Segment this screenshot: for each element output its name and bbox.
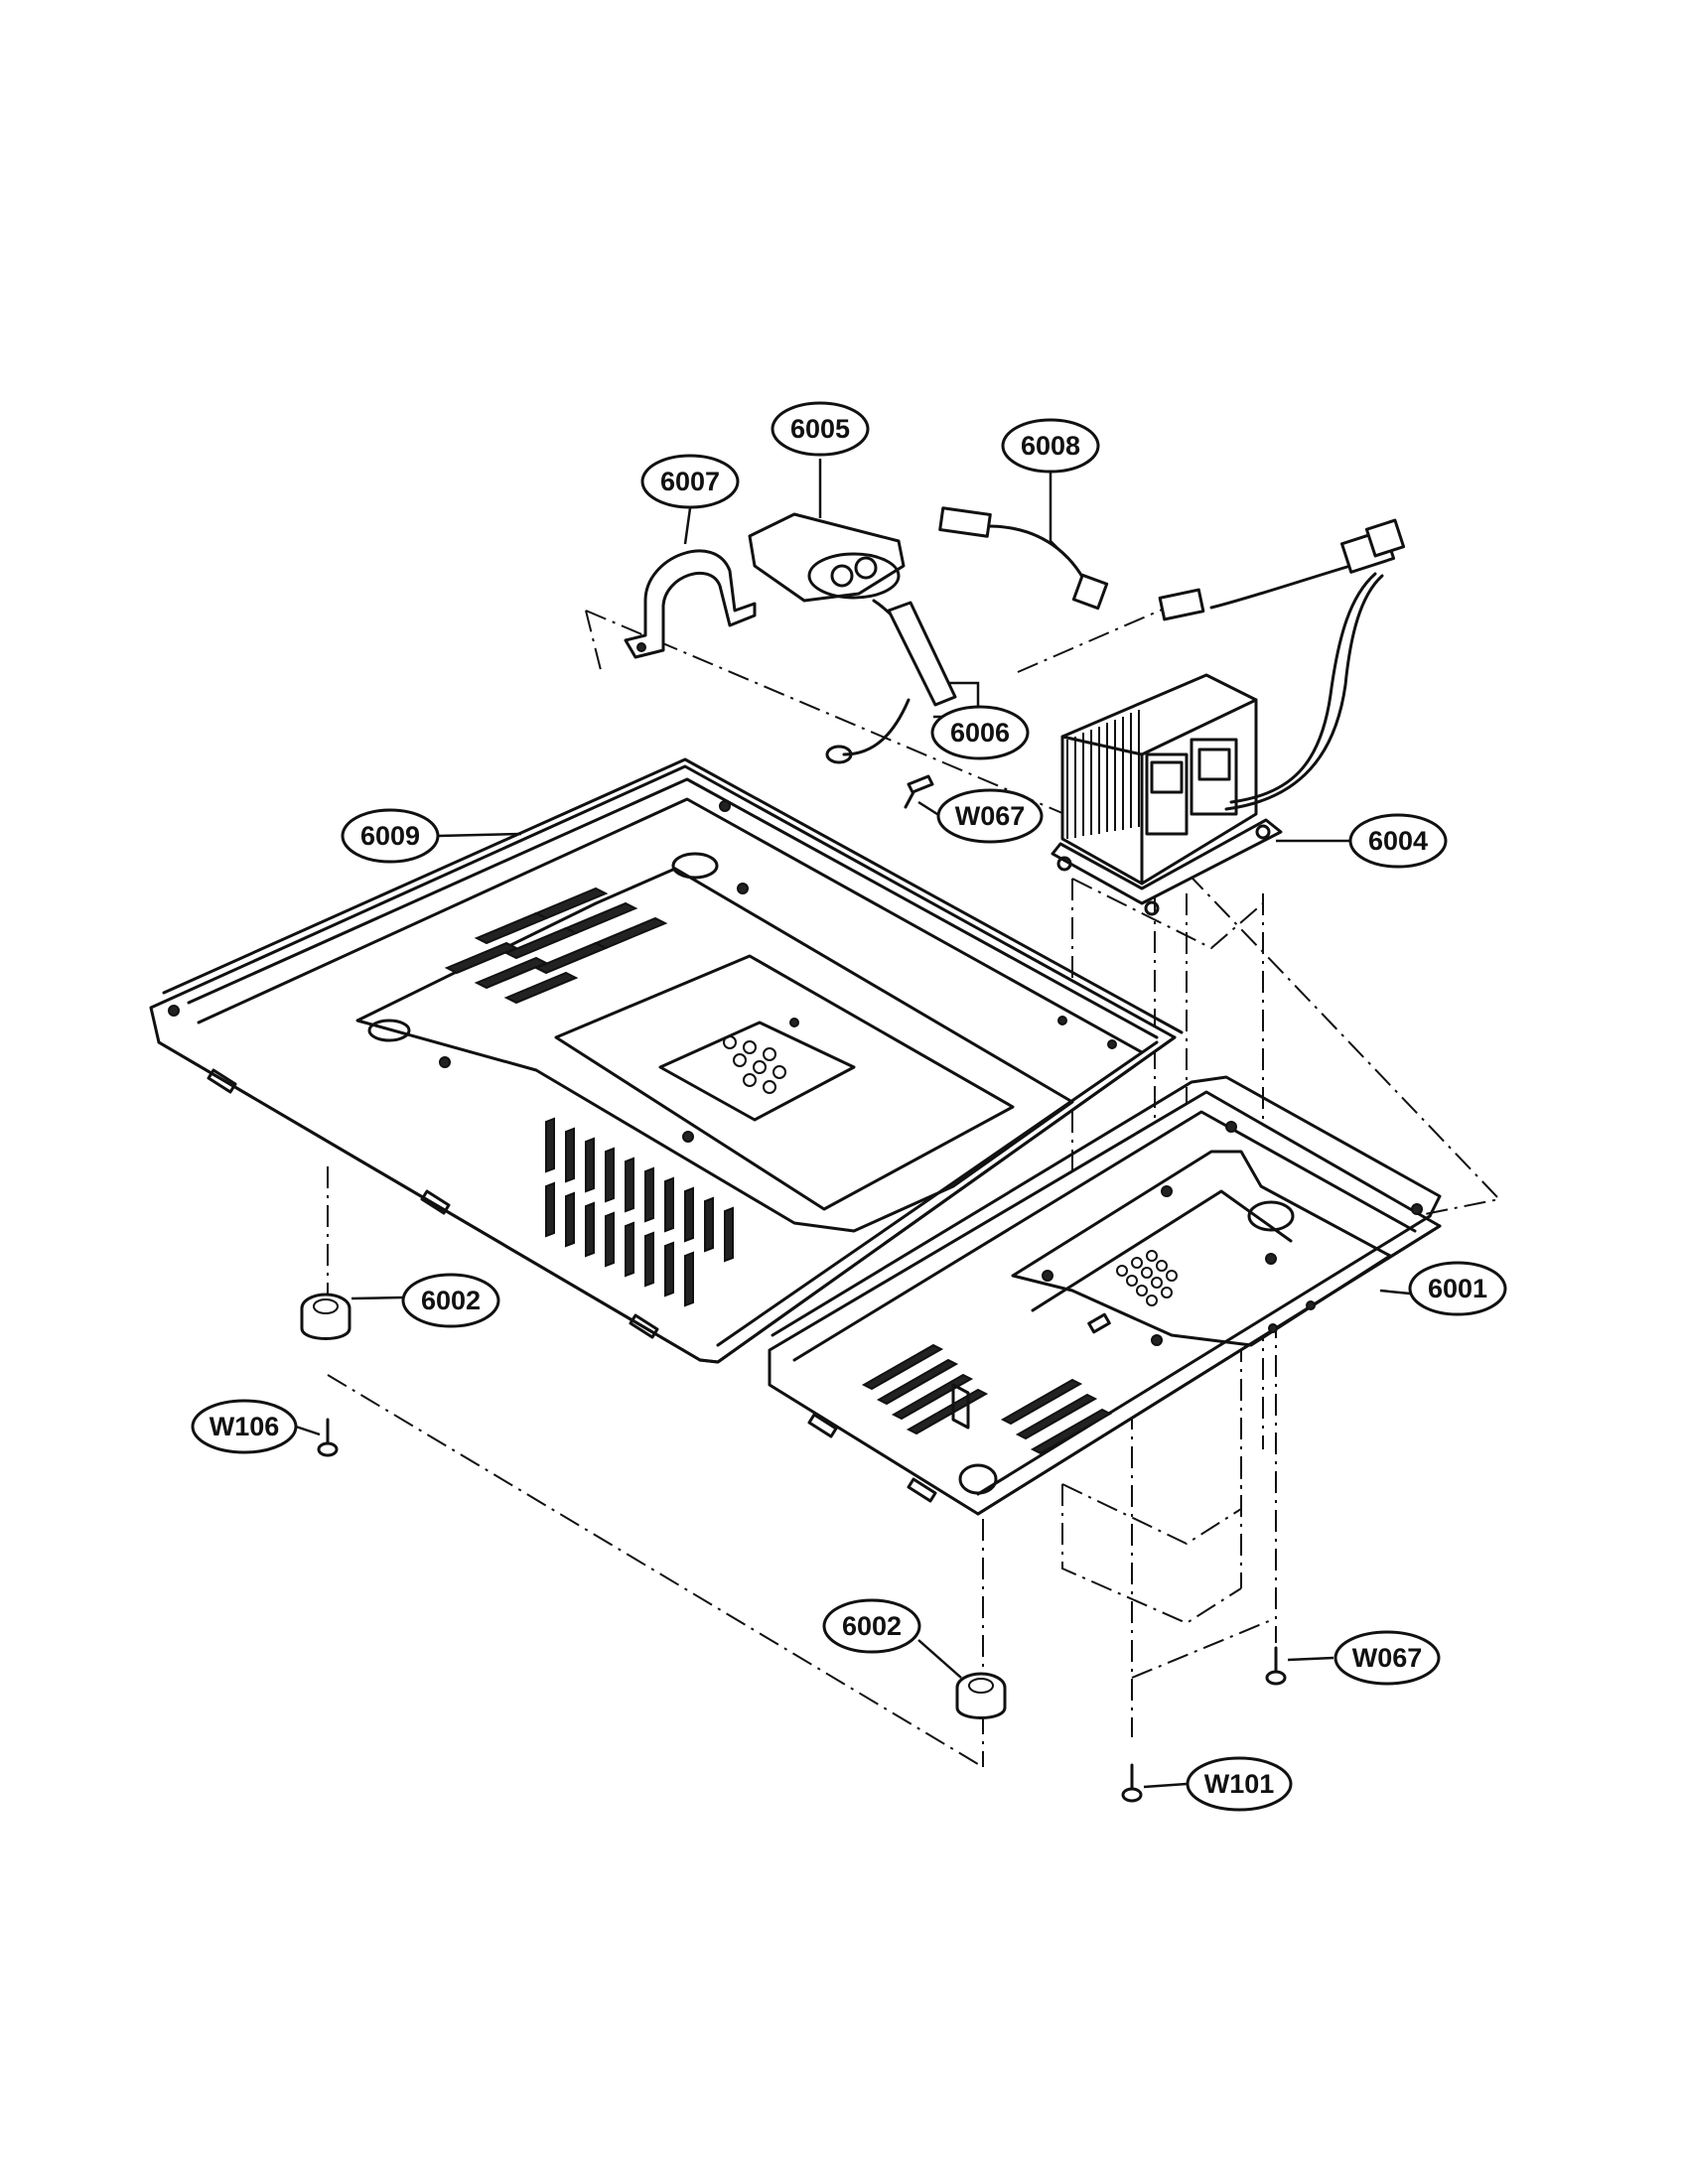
foot-6002-right [955, 1672, 1007, 1719]
callout-label: 6008 [1021, 431, 1080, 461]
screw-w067-top [904, 774, 934, 809]
callout-w106: W106 [191, 1399, 298, 1454]
callout-label: 6007 [660, 467, 720, 496]
screw-w067-bottom [1265, 1646, 1287, 1686]
capacitor-6005 [748, 512, 906, 603]
base-plate-6001 [768, 1075, 1442, 1516]
callout-label: 6009 [360, 821, 420, 851]
base-plate-6009 [149, 757, 1184, 1364]
callout-w101: W101 [1186, 1756, 1293, 1812]
callout-w067-top: W067 [936, 788, 1044, 844]
callout-6002-right: 6002 [822, 1598, 921, 1654]
callout-6008: 6008 [1001, 418, 1100, 474]
vent-slots-top [444, 887, 668, 1005]
callout-label: W067 [1352, 1643, 1423, 1673]
grille-dots-right [1116, 1250, 1178, 1306]
callout-6001: 6001 [1408, 1261, 1507, 1316]
callout-6005: 6005 [771, 401, 870, 457]
grille-dots-left [723, 1035, 786, 1094]
callout-6004: 6004 [1348, 813, 1448, 869]
transformer-6004 [1051, 673, 1283, 916]
callout-label: 6006 [950, 718, 1010, 748]
diode-6006 [825, 599, 957, 764]
wire-harness [1158, 518, 1406, 811]
callout-label: 6002 [421, 1286, 481, 1315]
callout-label: 6002 [842, 1611, 902, 1641]
screw-w106 [317, 1418, 339, 1457]
transformer-laminations [1066, 710, 1140, 839]
callout-6006: 6006 [930, 705, 1030, 760]
callout-label: W106 [210, 1412, 280, 1441]
vent-slots-front [545, 1117, 734, 1307]
callout-label: 6001 [1428, 1274, 1487, 1303]
callout-6002-left: 6002 [401, 1273, 500, 1328]
callout-w067-bottom: W067 [1333, 1630, 1441, 1686]
callout-label: 6004 [1368, 826, 1428, 856]
callout-6009: 6009 [341, 808, 440, 864]
callout-label: W067 [955, 801, 1026, 831]
foot-6002-left [300, 1293, 351, 1340]
callout-label: W101 [1204, 1769, 1275, 1799]
capacitor-bracket-6007 [624, 549, 757, 659]
callout-6007: 6007 [640, 454, 740, 509]
wire-6008 [938, 506, 1109, 611]
callout-label: 6005 [790, 414, 850, 444]
screw-w101 [1121, 1763, 1143, 1803]
